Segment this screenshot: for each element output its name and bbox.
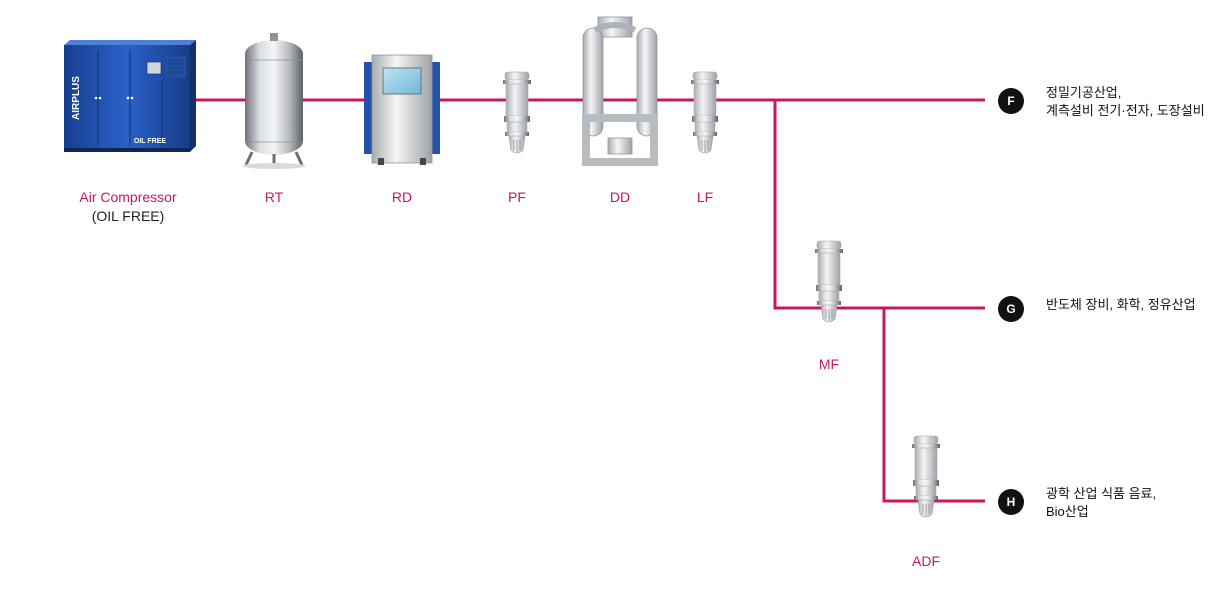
mf-label: MF — [818, 356, 840, 372]
pf-label: PF — [508, 189, 526, 205]
adf-label: ADF — [912, 553, 940, 569]
output-label-g: 반도체 장비, 화학, 정유산업 — [1046, 297, 1196, 312]
output-label-h: 광학 산업 식품 음료, Bio산업 — [1046, 486, 1157, 519]
compressor-brand-text: AIRPLUS — [71, 76, 82, 120]
mf-filter-icon — [814, 240, 844, 323]
pf-filter-icon — [502, 71, 532, 154]
branch-pipe-mf — [773, 100, 985, 310]
compressor-plate-text: OIL FREE — [134, 138, 166, 145]
lf-filter-icon — [690, 71, 720, 154]
dd-label: DD — [609, 189, 631, 205]
output-label-f: 정밀기공산업, 계측설비 전기·전자, 도장설비 — [1046, 85, 1205, 118]
rd-label: RD — [391, 189, 413, 205]
air-compressor-icon — [64, 40, 196, 152]
desiccant-dryer-icon — [582, 16, 658, 166]
output-badge-g: G — [998, 296, 1024, 322]
lf-label: LF — [696, 189, 714, 205]
receiver-tank-icon — [242, 33, 306, 169]
branch-pipe-adf — [882, 308, 985, 503]
output-badge-f: F — [998, 88, 1024, 114]
rt-label: RT — [264, 189, 284, 205]
air-compressor-label: Air Compressor (OIL FREE) — [79, 189, 177, 224]
adf-filter-icon — [911, 435, 941, 518]
refrigerated-dryer-icon — [364, 54, 440, 165]
output-badge-h: H — [998, 489, 1024, 515]
